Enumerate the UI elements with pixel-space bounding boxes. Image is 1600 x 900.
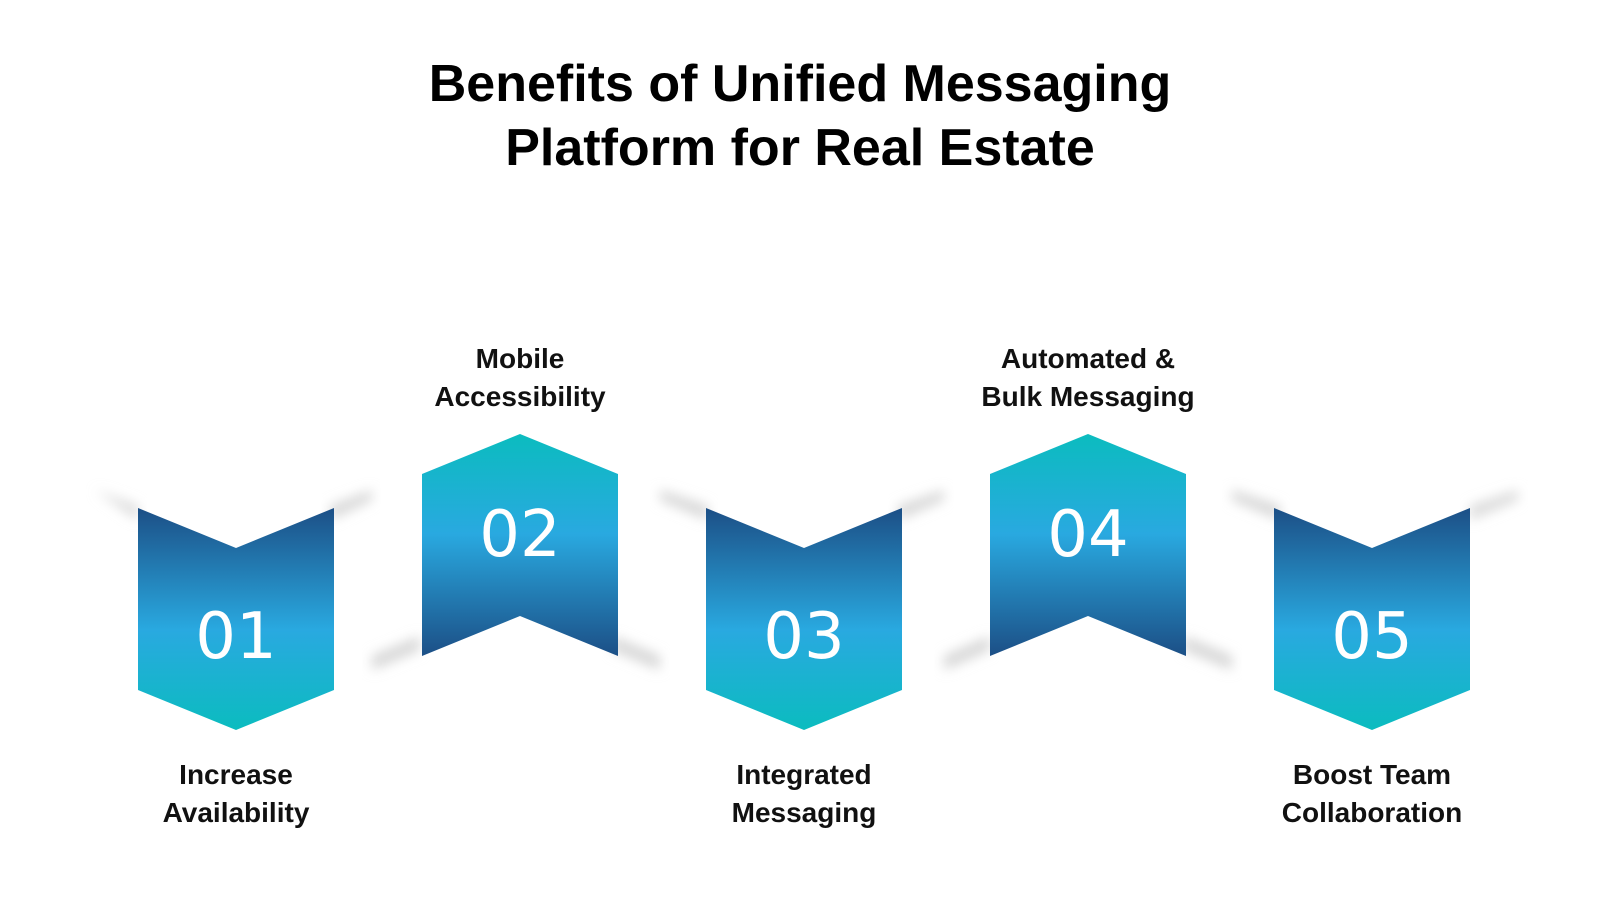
fold-shadows <box>95 490 1518 670</box>
step-1-shape <box>138 508 334 730</box>
step-5-label: Boost Team Collaboration <box>1222 756 1522 832</box>
fold-shadow-10 <box>1470 490 1518 520</box>
fold-shadow-5 <box>660 490 708 520</box>
step-2-panel: 02 <box>422 434 618 656</box>
step-1-label: Increase Availability <box>86 756 386 832</box>
step-3-label-line-1: Integrated <box>736 759 872 790</box>
step-2-label: Mobile Accessibility <box>370 340 670 416</box>
step-4-number: 04 <box>1047 498 1128 572</box>
step-3-panel: 03 <box>706 508 902 730</box>
fold-shadow-2 <box>330 490 372 520</box>
fold-shadow-7 <box>944 636 990 670</box>
step-4-label-line-1: Automated & <box>1000 343 1176 374</box>
step-4-shape <box>990 434 1186 656</box>
step-3-number: 03 <box>763 600 844 674</box>
step-5-panel: 05 <box>1274 508 1470 730</box>
diagram-title-line-2: Platform for Real Estate <box>505 119 1095 177</box>
step-5-label-line-2: Collaboration <box>1281 797 1463 828</box>
fold-shadow-6 <box>898 490 944 520</box>
diagram-title-line-1: Benefits of Unified Messaging <box>428 55 1172 113</box>
step-4-panel: 04 <box>990 434 1186 656</box>
step-1-panel: 01 <box>138 508 334 730</box>
step-4-label: Automated & Bulk Messaging <box>938 340 1238 416</box>
step-2-label-line-2: Accessibility <box>434 381 606 412</box>
step-3-shape <box>706 508 902 730</box>
fold-shadow-3 <box>372 636 420 670</box>
step-2-shape <box>422 434 618 656</box>
fold-shadow-8 <box>1184 636 1232 670</box>
step-3-label-line-2: Messaging <box>731 797 877 828</box>
step-1-label-line-2: Availability <box>162 797 310 828</box>
step-4-label-line-2: Bulk Messaging <box>981 381 1195 412</box>
step-1-number: 01 <box>195 600 276 674</box>
step-5-shape <box>1274 508 1470 730</box>
step-5-number: 05 <box>1331 600 1412 674</box>
fold-shadow-1 <box>95 490 138 520</box>
step-1-label-line-1: Increase <box>179 759 293 790</box>
diagram-title: Benefits of Unified Messaging Platform f… <box>0 52 1600 180</box>
step-2-number: 02 <box>479 498 560 572</box>
step-3-label: Integrated Messaging <box>654 756 954 832</box>
fold-shadow-4 <box>612 636 660 670</box>
fold-shadow-9 <box>1232 490 1280 520</box>
step-5-label-line-1: Boost Team <box>1292 759 1452 790</box>
step-2-label-line-1: Mobile <box>475 343 565 374</box>
